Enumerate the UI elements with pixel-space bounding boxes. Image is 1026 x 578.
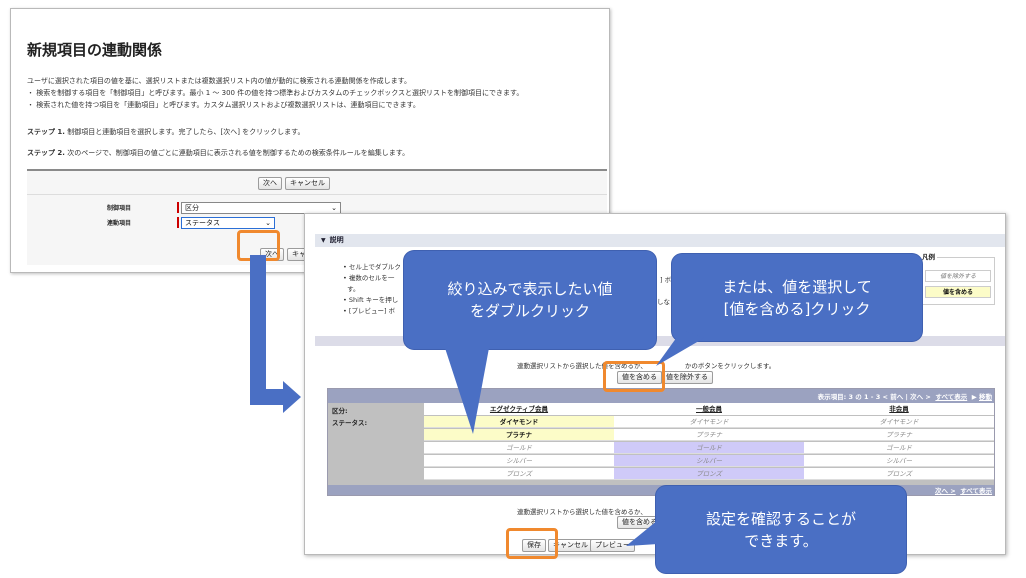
cell-general-bronze[interactable]: ブロンズ <box>614 468 804 480</box>
dependent-field-select[interactable]: ステータス ⌄ <box>181 217 275 229</box>
instruction-2: • 複数のセルを一 <box>343 274 395 282</box>
hint-text-top: 連動選択リストから選択した値を含めるか、かのボタンをクリックします。 <box>517 362 776 370</box>
cell-executive-silver[interactable]: シルバー <box>424 455 614 467</box>
instruction-list: • セル上でダブルク • 複数のセルを一 す。 • Shift キーを押し • … <box>343 262 713 317</box>
controlling-field-value: 区分 <box>185 204 199 212</box>
legend-included: 値を含める <box>925 286 991 298</box>
top-button-row: 次へ キャンセル <box>27 171 607 195</box>
description-line-3: ・ 検索された値を持つ項目を「連動項目」と呼びます。カスタム選択リストおよび複数… <box>27 101 420 109</box>
legend-title: 凡例 <box>920 251 937 261</box>
preview-button[interactable]: プレビュー <box>590 539 635 552</box>
dependency-matrix: 表示項目: 3 の 1 - 3 < 前へ | 次へ > すべて表示 ▶ 移動 区… <box>327 388 995 496</box>
matrix-pagination: 表示項目: 3 の 1 - 3 < 前へ | 次へ > すべて表示 ▶ 移動 <box>817 393 992 401</box>
dependent-field-value: ステータス <box>185 219 220 227</box>
flow-arrow-vertical <box>250 255 266 405</box>
instruction-fragment-2: しな <box>657 298 670 306</box>
cancel-button-top[interactable]: キャンセル <box>285 177 330 190</box>
cell-general-diamond[interactable]: ダイヤモンド <box>614 416 804 428</box>
step-2-label: ステップ 2. <box>27 149 65 157</box>
section-header-description[interactable]: ▼説明 <box>315 234 1005 247</box>
move-link[interactable]: 移動 <box>979 393 992 401</box>
page-title: 新規項目の連動関係 <box>27 41 163 59</box>
show-all-link[interactable]: すべて表示 <box>935 393 968 401</box>
instruction-1: • セル上でダブルク <box>343 263 401 271</box>
instruction-fragment-1: ] ボ <box>660 276 672 284</box>
flow-arrow-head-icon <box>283 381 301 413</box>
required-marker <box>177 202 179 213</box>
next-page-link[interactable]: 次へ > <box>934 487 956 495</box>
step-2: ステップ 2. 次のページで、制御項目の値ごとに連動項目に表示される値を制御する… <box>27 148 409 158</box>
step-1-label: ステップ 1. <box>27 128 65 136</box>
description-line-2: ・ 検索を制御する項目を「制御項目」と呼びます。最小 1 〜 300 件の値を持… <box>27 89 524 97</box>
cell-executive-bronze[interactable]: ブロンズ <box>424 468 614 480</box>
collapse-triangle-icon[interactable]: ▼ <box>321 237 326 244</box>
description-line-1: ユーザに選択された項目の値を基に、選択リストまたは複数選択リスト内の値が動的に検… <box>27 77 411 85</box>
controlling-field-label: 制御項目 <box>106 205 131 212</box>
dependent-field-label: 連動項目 <box>106 220 131 227</box>
callout-or-select: または、値を選択して [値を含める]クリック <box>672 254 922 341</box>
cell-nonmember-bronze[interactable]: ブロンズ <box>804 468 994 480</box>
show-all-link-bottom[interactable]: すべて表示 <box>960 487 992 495</box>
next-button-top[interactable]: 次へ <box>258 177 282 190</box>
cell-general-silver[interactable]: シルバー <box>614 455 804 467</box>
legend-excluded: 値を除外する <box>925 270 991 282</box>
legend: 値を除外する 値を含める <box>920 257 995 305</box>
instruction-3: す。 <box>347 285 360 293</box>
step-2-text: 次のページで、制御項目の値ごとに連動項目に表示される値を制御するための検索条件ル… <box>64 149 410 157</box>
instruction-4: • Shift キーを押し <box>343 296 399 304</box>
cell-executive-platinum[interactable]: プラチナ <box>424 429 614 441</box>
controlling-field-select[interactable]: 区分 ⌄ <box>181 202 341 214</box>
row-label-status: ステータス: <box>332 419 368 427</box>
cell-nonmember-silver[interactable]: シルバー <box>804 455 994 467</box>
cell-general-platinum[interactable]: プラチナ <box>614 429 804 441</box>
callout-confirm: 設定を確認することが できます。 <box>656 486 906 573</box>
required-marker <box>177 217 179 228</box>
callout-double-click: 絞り込みで表示したい値 をダブルクリック <box>404 251 656 349</box>
callout-tail-double-click <box>445 348 489 434</box>
callout-tail-or-select <box>656 330 704 366</box>
include-button-highlight <box>603 361 665 392</box>
chevron-down-icon: ⌄ <box>331 204 337 212</box>
hint-text-bottom: 連動選択リストから選択した値を含めるか、 <box>517 508 647 516</box>
step-1: ステップ 1. 制御項目と連動項目を選択します。完了したら、[次へ] をクリック… <box>27 127 304 137</box>
matrix-pagination-bottom: 次へ > すべて表示 <box>935 485 992 495</box>
column-non-member: 非会員 <box>804 403 994 415</box>
save-button-highlight <box>506 528 558 559</box>
matrix-nav-bar: 表示項目: 3 の 1 - 3 < 前へ | 次へ > すべて表示 ▶ 移動 <box>328 389 994 403</box>
flow-arrow-horizontal <box>250 389 284 405</box>
section-title: 説明 <box>329 236 344 244</box>
include-values-button-bottom[interactable]: 値を含める <box>617 516 662 529</box>
step-1-text: 制御項目と連動項目を選択します。完了したら、[次へ] をクリックします。 <box>64 128 305 136</box>
divider-band <box>315 336 1005 346</box>
cell-executive-gold[interactable]: ゴールド <box>424 442 614 454</box>
column-general: 一般会員 <box>614 403 804 415</box>
cell-nonmember-diamond[interactable]: ダイヤモンド <box>804 416 994 428</box>
instruction-5: • [プレビュー] ボ <box>343 307 396 315</box>
description: ユーザに選択された項目の値を基に、選択リストまたは複数選択リスト内の値が動的に検… <box>27 75 602 111</box>
callout-tail-confirm <box>626 520 658 546</box>
row-label-division: 区分: <box>332 407 348 415</box>
cell-general-gold[interactable]: ゴールド <box>614 442 804 454</box>
cell-nonmember-gold[interactable]: ゴールド <box>804 442 994 454</box>
cell-nonmember-platinum[interactable]: プラチナ <box>804 429 994 441</box>
save-button[interactable]: 保存 <box>522 539 546 552</box>
exclude-values-button[interactable]: 値を除外する <box>661 371 713 384</box>
chevron-down-icon: ⌄ <box>265 219 271 227</box>
